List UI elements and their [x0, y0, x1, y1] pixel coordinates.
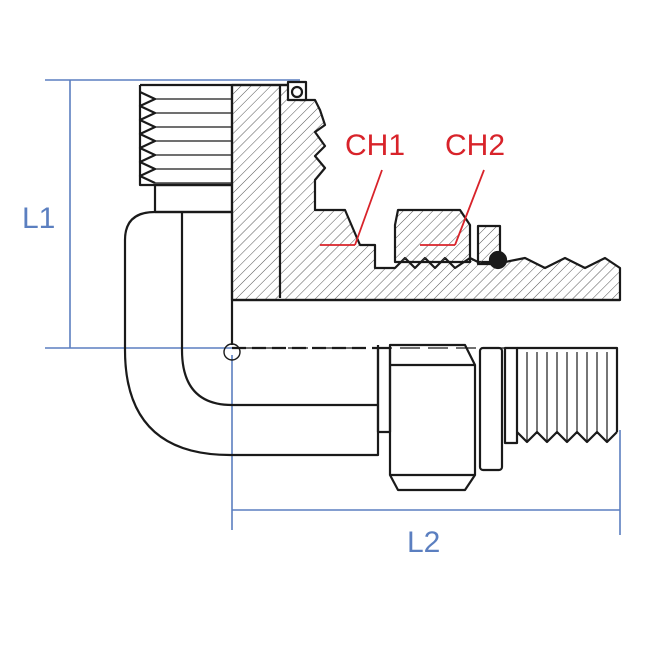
ch1-label: CH1 [345, 129, 405, 162]
ch2-callout: CH2 [420, 129, 505, 246]
l1-dimension [45, 79, 300, 349]
lower-hex-nut [376, 343, 477, 492]
lower-washer [478, 346, 504, 472]
nut-section [393, 208, 472, 264]
top-seal [286, 80, 308, 102]
right-seal [476, 224, 508, 270]
ch1-leader [354, 169, 383, 246]
lower-thread [503, 346, 619, 445]
ch2-label: CH2 [445, 129, 505, 162]
ch2-leader [454, 169, 485, 246]
fitting-body [123, 80, 622, 492]
l2-dimension [231, 355, 621, 535]
ch1-callout: CH1 [320, 129, 405, 246]
o-ring [488, 250, 508, 270]
l2-label: L2 [407, 526, 440, 559]
top-thread-teeth [138, 91, 157, 184]
l1-label: L1 [22, 202, 55, 235]
axis-marker [223, 343, 241, 361]
section-view [230, 83, 622, 302]
